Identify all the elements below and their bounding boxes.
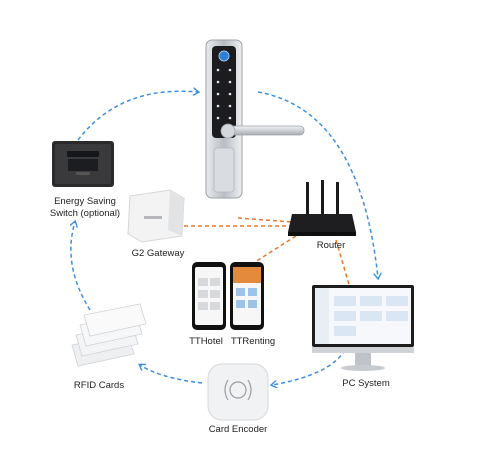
arc-pc-to-encoder xyxy=(272,349,346,385)
arc-cards-to-switch xyxy=(71,222,91,311)
link-router-to-phones xyxy=(254,235,297,263)
gateway-device-icon xyxy=(127,189,185,243)
energy-switch-icon xyxy=(52,141,114,187)
arc-encoder-to-cards xyxy=(140,365,203,384)
smart-door-lock-icon xyxy=(205,39,305,199)
rfid-card-stack-icon xyxy=(71,303,147,367)
wifi-router-icon xyxy=(288,180,356,236)
wireless-links xyxy=(71,91,378,385)
link-router-to-pc xyxy=(335,239,351,289)
label-pc-system: PC System xyxy=(342,378,390,389)
label-gateway: G2 Gateway xyxy=(131,248,185,259)
card-encoder-icon xyxy=(207,363,269,421)
arc-switch-to-lock xyxy=(77,91,198,141)
label-card-encoder: Card Encoder xyxy=(208,424,268,435)
smartphone-app-icon xyxy=(192,262,264,330)
link-lock-to-router xyxy=(237,217,293,223)
wired-links xyxy=(184,217,351,289)
label-router: Router xyxy=(316,240,346,251)
desktop-monitor-icon xyxy=(312,285,414,371)
arc-lock-to-pc xyxy=(257,91,378,278)
label-tthotel: TTHotel xyxy=(189,336,223,347)
label-energy-switch: Energy Saving Switch (optional) xyxy=(49,196,121,219)
label-rfid-cards: RFID Cards xyxy=(73,380,125,391)
label-ttrenting: TTRenting xyxy=(230,336,276,347)
